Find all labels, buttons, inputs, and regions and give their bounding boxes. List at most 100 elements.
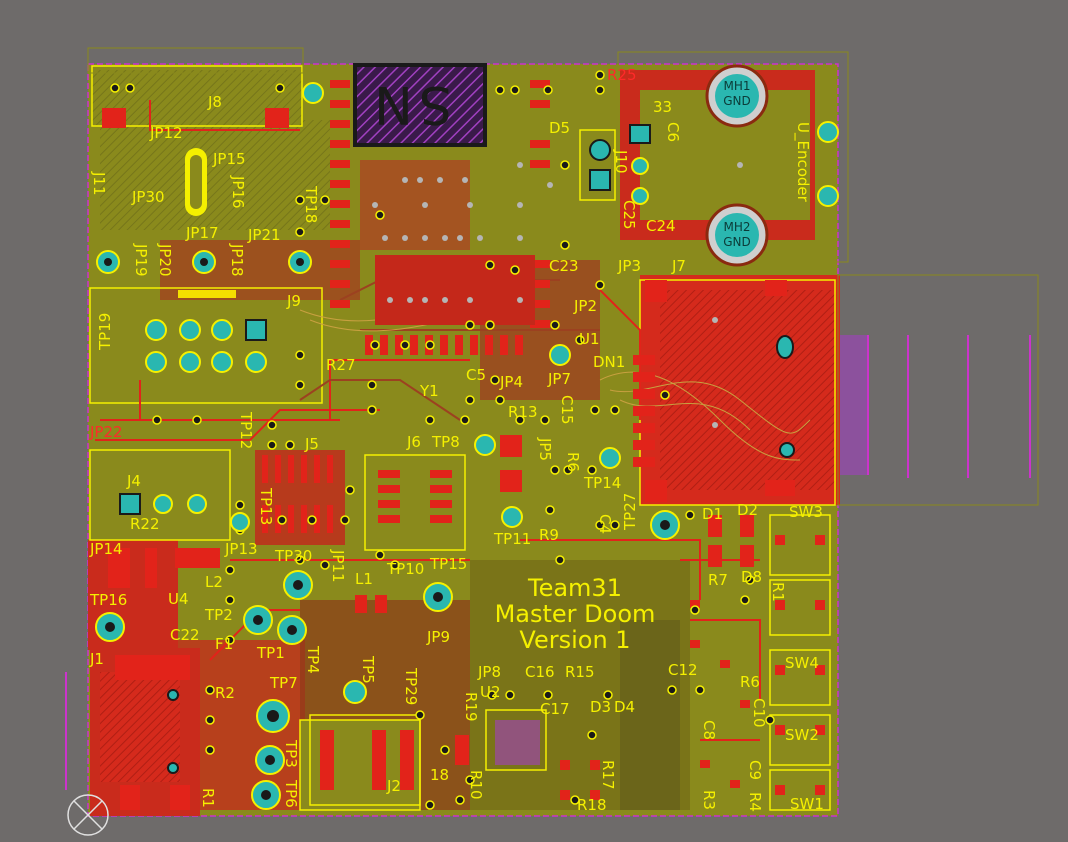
label-JP20: JP20 (156, 244, 174, 277)
label-JP8: JP8 (478, 663, 502, 681)
label-C12: C12 (668, 661, 698, 679)
label-R2: R2 (215, 684, 235, 702)
label-F1: F1 (215, 635, 234, 653)
label-R27: R27 (326, 356, 356, 374)
label-J9: J9 (287, 292, 301, 310)
label-U4: U4 (168, 590, 189, 608)
label-TP6: TP6 (282, 780, 300, 808)
label-C23: C23 (549, 257, 579, 275)
label-J7: J7 (672, 257, 686, 275)
label-TP29: TP29 (402, 668, 420, 706)
label-C4: C4 (596, 514, 614, 535)
label-JP21: JP21 (248, 226, 281, 244)
label-JP14: JP14 (90, 540, 123, 558)
label-TP1: TP1 (257, 644, 285, 662)
label-L2: L2 (205, 573, 223, 591)
label-33: 33 (653, 98, 673, 116)
label-C22: C22 (170, 626, 200, 644)
label-TP8: TP8 (432, 433, 460, 451)
label-C25: C25 (620, 200, 638, 230)
label-C24: C24 (646, 217, 676, 235)
label-SW2: SW2 (785, 726, 819, 744)
label-TP10: TP10 (387, 560, 425, 578)
label-JP3: JP3 (618, 257, 642, 275)
label-J6: J6 (407, 433, 421, 451)
label-D5: D5 (549, 119, 571, 137)
label-J4: J4 (127, 472, 141, 490)
label-DN1: DN1 (593, 353, 626, 371)
label-GND1: GND (723, 94, 751, 108)
label-TP7: TP7 (270, 674, 298, 692)
component-outlines (89, 65, 836, 811)
misc-marks (67, 148, 795, 836)
label-R4: R4 (746, 792, 764, 812)
label-R3: R3 (700, 790, 718, 810)
label-MH1: MH1 (723, 79, 751, 93)
label-18: 18 (430, 766, 450, 784)
label-TP30: TP30 (275, 547, 313, 565)
label-R1-right: R1 (769, 582, 787, 602)
label-D3: D3 (590, 698, 612, 716)
label-R19: R19 (462, 692, 480, 722)
board-logo: SN (368, 74, 452, 134)
board-title-line-2: Master Doom (494, 600, 656, 628)
label-TP11: TP11 (494, 530, 532, 548)
label-JP4: JP4 (500, 373, 524, 391)
label-JP15: JP15 (213, 150, 246, 168)
label-C6: C6 (664, 122, 682, 143)
label-C9: C9 (746, 760, 764, 781)
label-C8: C8 (700, 720, 718, 741)
label-TP16: TP16 (90, 591, 128, 609)
label-U1: U1 (579, 330, 600, 348)
label-R1: R1 (199, 788, 217, 808)
label-R6b: R6 (740, 673, 760, 691)
label-TP12: TP12 (237, 412, 255, 450)
label-JP12: JP12 (150, 124, 183, 142)
board-title-line-3: Version 1 (519, 626, 631, 654)
label-D8: D8 (741, 568, 763, 586)
label-J11: J11 (90, 172, 108, 196)
label-Y1: Y1 (420, 382, 439, 400)
label-JP9: JP9 (427, 628, 451, 646)
label-R13: R13 (508, 403, 538, 421)
label-D4: D4 (614, 698, 636, 716)
label-TP15: TP15 (430, 555, 468, 573)
label-R17: R17 (599, 760, 617, 790)
label-JP11: JP11 (329, 550, 347, 583)
label-SW3: SW3 (789, 503, 823, 521)
label-C16: C16 (525, 663, 555, 681)
label-R9: R9 (539, 526, 559, 544)
label-TP19: TP19 (96, 312, 114, 350)
label-SW4: SW4 (785, 654, 819, 672)
label-MH2: MH2 (723, 220, 751, 234)
label-JP5: JP5 (536, 438, 554, 462)
label-TP2: TP2 (205, 606, 233, 624)
top-copper-pours (88, 63, 840, 816)
label-C15: C15 (558, 395, 576, 425)
label-TP13: TP13 (257, 488, 275, 526)
label-TP18: TP18 (302, 186, 320, 224)
through-hole-pads (95, 82, 839, 810)
label-TP3: TP3 (282, 740, 300, 768)
mounting-holes (705, 64, 769, 267)
label-R25: R25 (607, 66, 637, 84)
label-GND2: GND (723, 235, 751, 249)
label-J5: J5 (305, 435, 319, 453)
label-JP13: JP13 (225, 540, 258, 558)
label-JP30: JP30 (132, 188, 165, 206)
label-C10: C10 (750, 698, 768, 728)
label-TP4: TP4 (304, 646, 322, 674)
label-SW1: SW1 (790, 795, 824, 813)
label-JP22: JP22 (90, 423, 123, 441)
label-TP14: TP14 (584, 474, 622, 492)
label-J10: J10 (612, 150, 630, 174)
label-D1: D1 (702, 505, 724, 523)
board-title: Team31 Master Doom Version 1 (470, 575, 680, 653)
label-C5: C5 (466, 366, 487, 384)
label-L1: L1 (355, 570, 373, 588)
board-title-line-1: Team31 (528, 574, 622, 602)
smd-pads (102, 80, 825, 810)
label-TP27: TP27 (621, 492, 639, 530)
label-JP17: JP17 (186, 224, 219, 242)
